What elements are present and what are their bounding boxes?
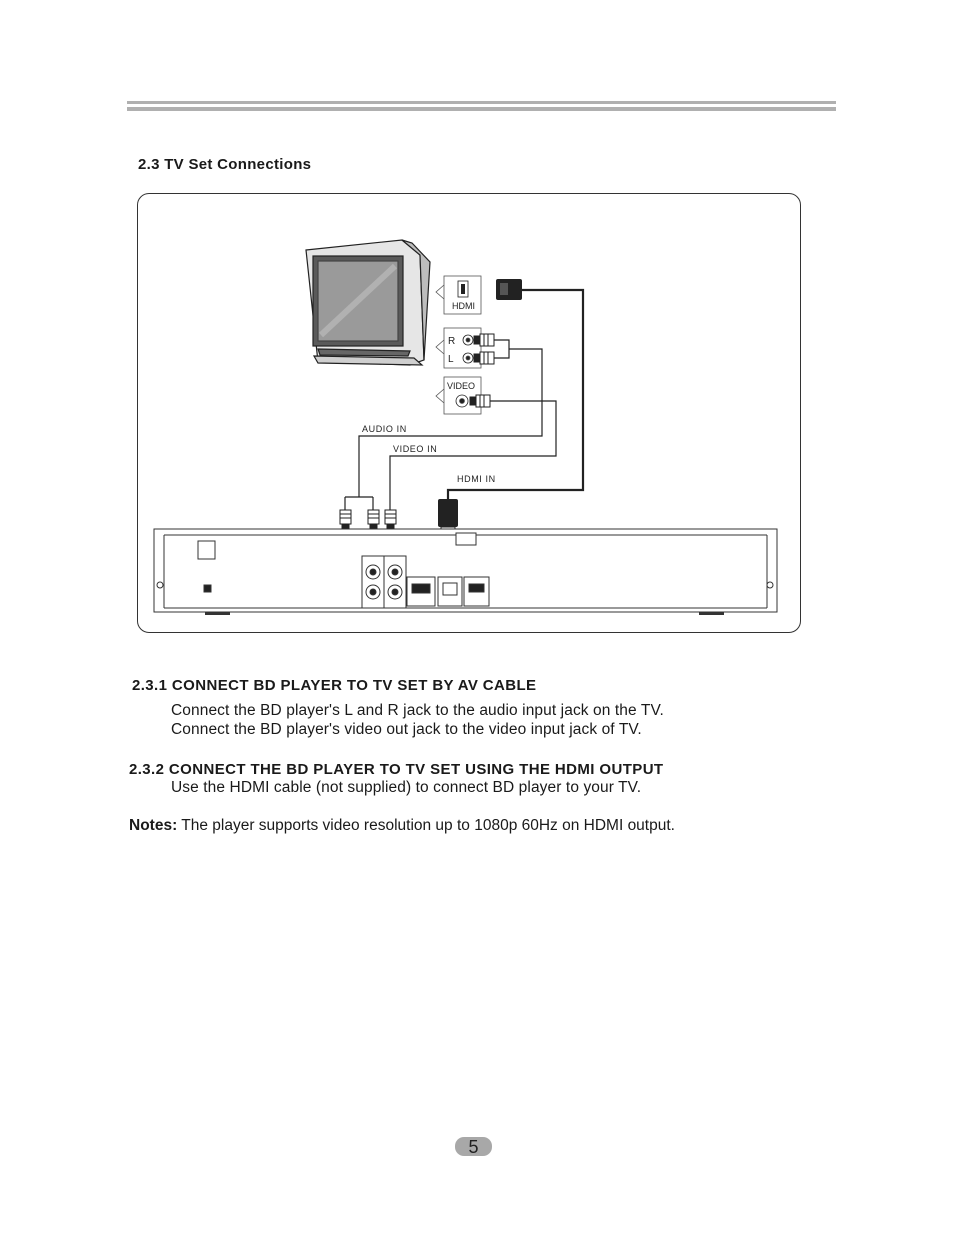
- tv-port-panels: [435, 275, 482, 415]
- tv-hdmi-plug: [496, 279, 522, 300]
- notes-text: The player supports video resolution up …: [177, 817, 675, 834]
- bd-player-rear-panel: [153, 528, 778, 615]
- page-number: 5: [455, 1137, 492, 1157]
- hdmi-instruction: Use the HDMI cable (not supplied) to con…: [171, 779, 642, 796]
- diagram-frame: [137, 193, 801, 633]
- tv-r-label: R: [448, 336, 455, 347]
- hdmi-in-label: HDMI IN: [457, 474, 496, 484]
- notes-paragraph: Notes: The player supports video resolut…: [129, 817, 675, 835]
- tv-l-label: L: [448, 354, 454, 365]
- tv-illustration: [305, 239, 431, 366]
- video-in-label: VIDEO IN: [393, 444, 437, 454]
- header-rule-bottom: [127, 107, 836, 111]
- av-instruction-audio: Connect the BD player's L and R jack to …: [171, 702, 664, 719]
- tv-video-label: VIDEO: [447, 381, 475, 391]
- subsection-heading-hdmi: 2.3.2 CONNECT THE BD PLAYER TO TV SET US…: [129, 761, 664, 778]
- subsection-heading-av: 2.3.1 CONNECT BD PLAYER TO TV SET BY AV …: [132, 677, 537, 694]
- audio-in-label: AUDIO IN: [362, 424, 407, 434]
- header-rule-top: [127, 101, 836, 104]
- notes-label: Notes:: [129, 817, 178, 834]
- cables: [344, 288, 585, 510]
- tv-hdmi-label: HDMI: [452, 301, 475, 311]
- tv-rca-plugs: [469, 333, 495, 408]
- section-title: 2.3 TV Set Connections: [138, 156, 312, 173]
- player-rca-plugs: [339, 509, 397, 533]
- av-instruction-video: Connect the BD player's video out jack t…: [171, 721, 642, 738]
